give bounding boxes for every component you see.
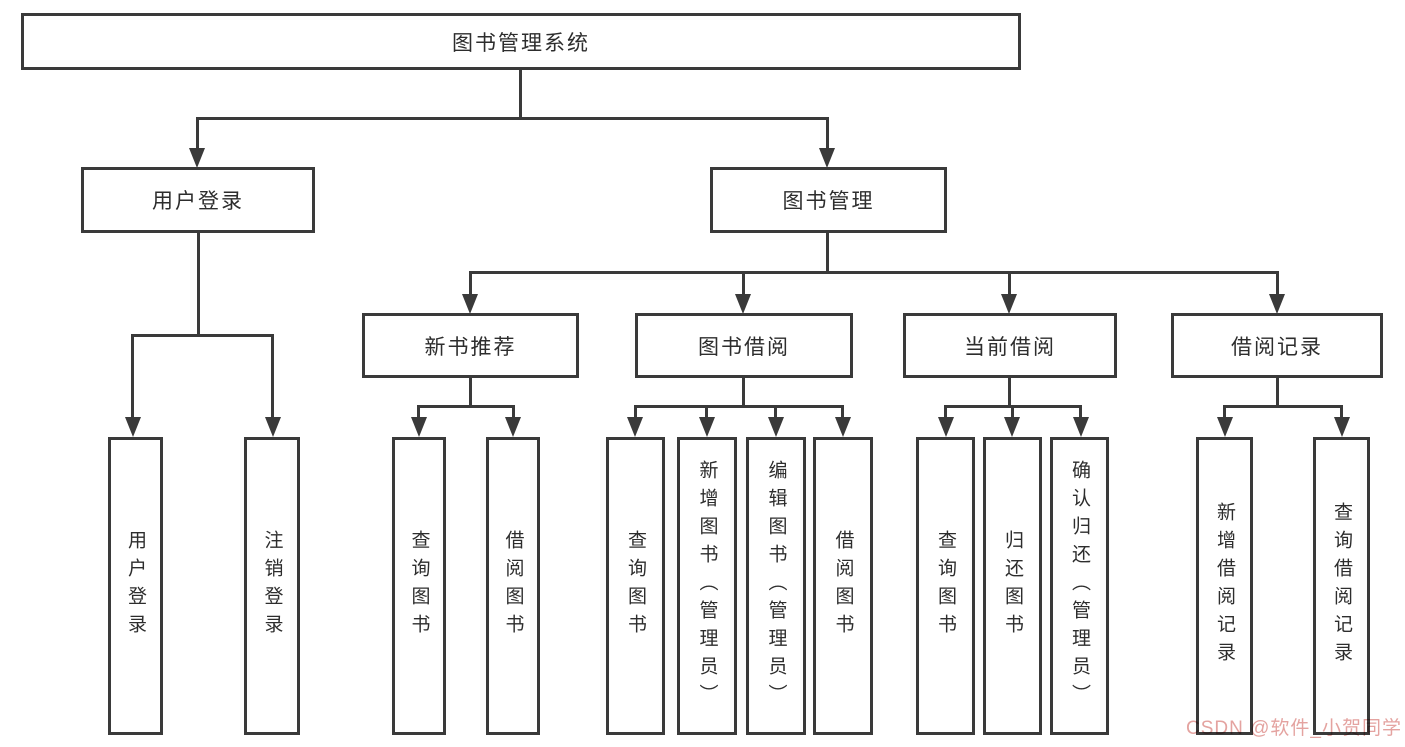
- arrowhead-icon: [768, 417, 784, 437]
- leaf-user-login: 用户登录: [108, 437, 163, 735]
- node-label: 图书管理系统: [452, 31, 590, 55]
- node-label: 编辑图书（管理员）: [765, 460, 787, 712]
- connector-line: [469, 271, 1279, 274]
- connector-line: [417, 405, 420, 419]
- leaf-borrow-books-recommend: 借阅图书: [486, 437, 540, 735]
- leaf-query-books-borrow: 查询图书: [606, 437, 665, 735]
- node-label: 借阅记录: [1231, 335, 1323, 359]
- arrowhead-icon: [1001, 294, 1017, 314]
- node-label: 归还图书: [1002, 530, 1023, 642]
- node-user-login: 用户登录: [81, 167, 315, 233]
- node-label: 注销登录: [261, 530, 283, 642]
- csdn-watermark: CSDN @软件_小贺同学: [1186, 718, 1402, 739]
- node-book-borrow: 图书借阅: [635, 313, 853, 378]
- connector-line: [417, 405, 515, 408]
- arrowhead-icon: [1004, 417, 1020, 437]
- connector-line: [1223, 405, 1226, 419]
- connector-line: [634, 405, 844, 408]
- arrowhead-icon: [938, 417, 954, 437]
- connector-line: [1079, 405, 1082, 419]
- connector-line: [131, 334, 134, 418]
- arrowhead-icon: [835, 417, 851, 437]
- node-label: 查询借阅记录: [1331, 502, 1352, 670]
- arrowhead-icon: [819, 148, 835, 168]
- connector-line: [271, 334, 274, 418]
- leaf-edit-books-admin: 编辑图书（管理员）: [746, 437, 806, 735]
- connector-line: [944, 405, 947, 419]
- node-label: 新增借阅记录: [1214, 502, 1235, 670]
- arrowhead-icon: [699, 417, 715, 437]
- connector-line: [512, 405, 515, 419]
- connector-line: [705, 405, 708, 419]
- arrowhead-icon: [1334, 417, 1350, 437]
- node-borrow-records: 借阅记录: [1171, 313, 1383, 378]
- leaf-query-books-recommend: 查询图书: [392, 437, 446, 735]
- connector-line: [826, 232, 829, 274]
- connector-line: [1340, 405, 1343, 419]
- connector-line: [131, 334, 274, 337]
- node-label: 查询图书: [625, 530, 646, 642]
- connector-line: [841, 405, 844, 419]
- node-label: 查询图书: [408, 530, 430, 642]
- leaf-confirm-return-admin: 确认归还（管理员）: [1050, 437, 1109, 735]
- connector-line: [1008, 377, 1011, 408]
- arrowhead-icon: [1073, 417, 1089, 437]
- node-label: 图书管理: [782, 190, 875, 213]
- connector-line: [634, 405, 637, 419]
- arrowhead-icon: [125, 417, 141, 437]
- leaf-add-books-admin: 新增图书（管理员）: [677, 437, 737, 735]
- arrowhead-icon: [411, 417, 427, 437]
- node-label: 新书推荐: [424, 335, 517, 359]
- connector-line: [826, 117, 829, 149]
- connector-line: [469, 271, 472, 295]
- arrowhead-icon: [735, 294, 751, 314]
- node-label: 查询图书: [935, 530, 956, 642]
- node-label: 用户登录: [152, 190, 244, 213]
- node-book-management: 图书管理: [710, 167, 947, 233]
- arrowhead-icon: [1217, 417, 1233, 437]
- connector-line: [196, 117, 829, 120]
- node-current-borrow: 当前借阅: [903, 313, 1117, 378]
- connector-line: [1276, 377, 1279, 408]
- arrowhead-icon: [627, 417, 643, 437]
- connector-line: [519, 69, 522, 120]
- connector-line: [1008, 271, 1011, 295]
- arrowhead-icon: [265, 417, 281, 437]
- node-label: 用户登录: [125, 530, 146, 642]
- connector-line: [1276, 271, 1279, 295]
- connector-line: [469, 377, 472, 408]
- leaf-borrow-books: 借阅图书: [813, 437, 873, 735]
- connector-line: [197, 232, 200, 336]
- connector-line: [196, 117, 199, 149]
- node-label: 当前借阅: [964, 335, 1056, 359]
- connector-line: [774, 405, 777, 419]
- leaf-logout: 注销登录: [244, 437, 300, 735]
- connector-line: [742, 377, 745, 408]
- connector-line: [742, 271, 745, 295]
- connector-line: [1223, 405, 1343, 408]
- node-label: 图书借阅: [698, 335, 790, 359]
- arrowhead-icon: [462, 294, 478, 314]
- arrowhead-icon: [189, 148, 205, 168]
- node-new-book-recommend: 新书推荐: [362, 313, 579, 378]
- node-label: 借阅图书: [502, 530, 524, 642]
- arrowhead-icon: [1269, 294, 1285, 314]
- leaf-return-books: 归还图书: [983, 437, 1042, 735]
- node-root: 图书管理系统: [21, 13, 1021, 70]
- connector-line: [1011, 405, 1014, 419]
- node-label: 确认归还（管理员）: [1069, 460, 1090, 712]
- leaf-query-borrow-record: 查询借阅记录: [1313, 437, 1370, 735]
- arrowhead-icon: [505, 417, 521, 437]
- leaf-add-borrow-record: 新增借阅记录: [1196, 437, 1253, 735]
- leaf-query-books-current: 查询图书: [916, 437, 975, 735]
- node-label: 新增图书（管理员）: [696, 460, 718, 712]
- node-label: 借阅图书: [832, 530, 854, 642]
